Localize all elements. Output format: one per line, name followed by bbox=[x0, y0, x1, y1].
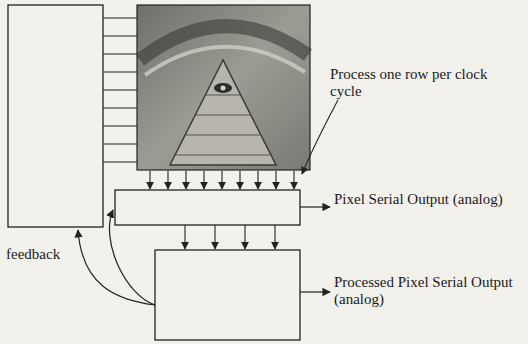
output-label: Pixel Serial Output (analog) bbox=[334, 191, 519, 208]
processor-box bbox=[155, 250, 300, 340]
output-arrow bbox=[300, 291, 330, 292]
output-arrow bbox=[300, 206, 330, 207]
output-label: Processed Pixel Serial Output (analog) bbox=[334, 274, 524, 308]
feedback-label: feedback bbox=[6, 246, 72, 263]
row-lines bbox=[103, 18, 137, 162]
leader-arrow bbox=[302, 100, 338, 174]
readout-arrows bbox=[185, 225, 275, 249]
feedback-curve bbox=[109, 210, 155, 305]
column-arrows bbox=[150, 171, 294, 189]
pixel-array-image bbox=[137, 5, 310, 170]
row-select-box bbox=[8, 5, 103, 227]
annotation-text: Process one row per clock cycle bbox=[330, 66, 520, 100]
feedback-curve bbox=[78, 230, 155, 305]
readout-box bbox=[115, 190, 300, 225]
